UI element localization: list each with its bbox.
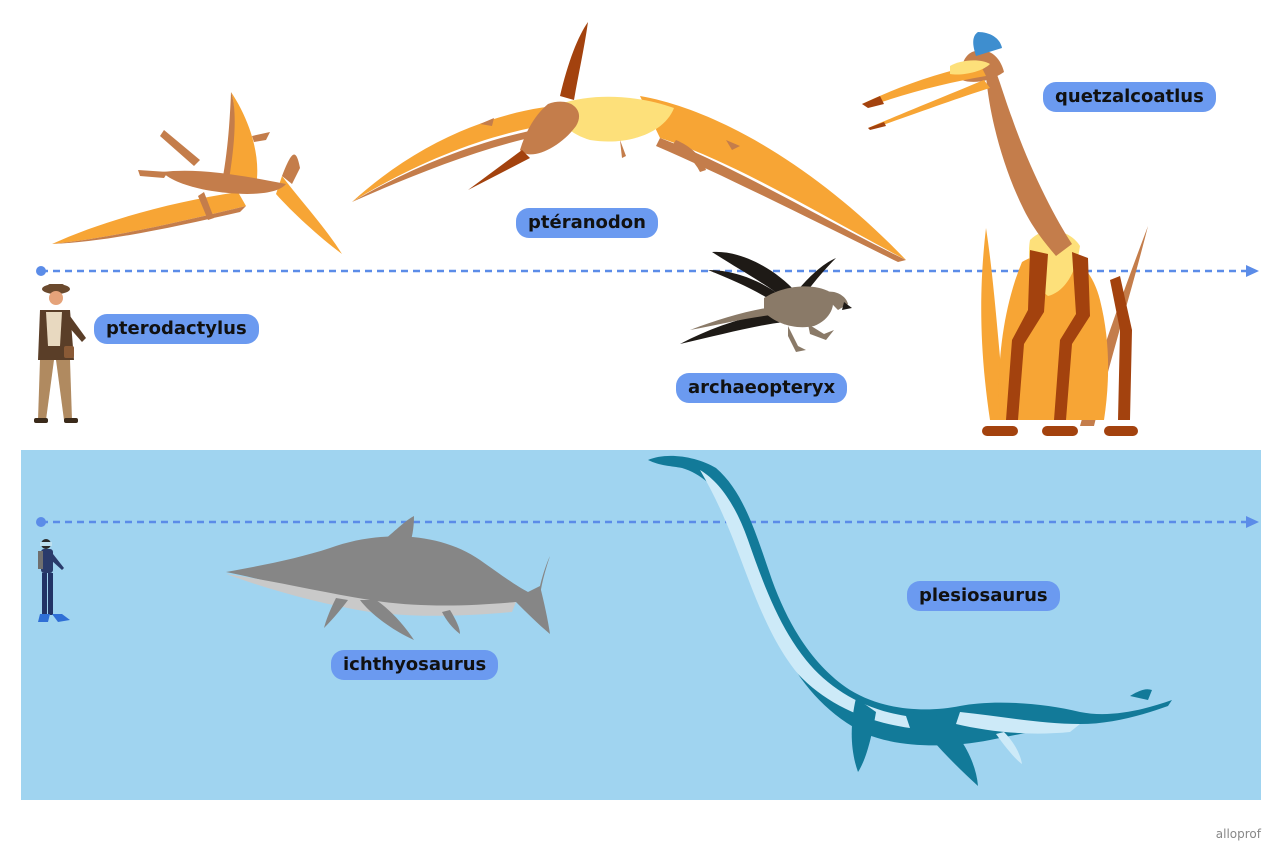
- label-archaeopteryx: archaeopteryx: [676, 373, 848, 403]
- pterodactylus-icon: [52, 92, 342, 254]
- air-scale-line: [36, 265, 1259, 277]
- brand-logo: alloprof: [1215, 827, 1261, 841]
- quetzalcoatlus-icon: [862, 32, 1148, 436]
- label-quetzalcoatlus: quetzalcoatlus: [1043, 82, 1216, 112]
- explorer-human-icon: [34, 284, 86, 423]
- label-plesiosaurus: plesiosaurus: [907, 581, 1060, 611]
- water-scale-line: [36, 516, 1259, 528]
- archaeopteryx-icon: [680, 251, 852, 352]
- ichthyosaurus-icon: [226, 516, 550, 640]
- water-area: [21, 450, 1261, 800]
- label-pteranodon: ptéranodon: [516, 208, 658, 238]
- plesiosaurus-icon: [648, 455, 1172, 786]
- label-pterodactylus: pterodactylus: [94, 314, 259, 344]
- diver-human-icon: [38, 539, 70, 622]
- pteranodon-icon: [352, 22, 906, 262]
- label-ichthyosaurus: ichthyosaurus: [331, 650, 499, 680]
